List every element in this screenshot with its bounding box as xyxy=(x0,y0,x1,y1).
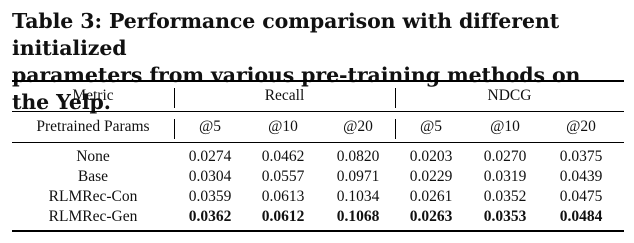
caption-line-1: Table 3: Performance comparison with dif… xyxy=(12,9,560,60)
table-cell: 0.0261 xyxy=(409,188,453,205)
table-cell: 0.0359 xyxy=(188,188,232,205)
group-header-recall: Recall xyxy=(264,87,305,104)
table-cell: 0.0820 xyxy=(336,148,380,165)
table-cell: 0.0971 xyxy=(336,168,380,185)
caption-line-2: parameters from various pre-training met… xyxy=(12,63,581,114)
row-label: None xyxy=(76,148,110,165)
column-divider-subgroups xyxy=(395,119,396,139)
table-cell: 0.0462 xyxy=(261,148,305,165)
table-cell: 0.0274 xyxy=(188,148,232,165)
params-header: Pretrained Params xyxy=(36,118,150,135)
group-header-ndcg: NDCG xyxy=(487,87,532,104)
column-divider-params xyxy=(174,119,175,139)
table-cell: 0.0203 xyxy=(409,148,453,165)
subheader-rule xyxy=(12,142,624,143)
table-cell: 0.0375 xyxy=(559,148,603,165)
bottom-rule xyxy=(12,230,624,232)
k-header: @20 xyxy=(343,118,373,135)
table-caption: Table 3: Performance comparison with dif… xyxy=(12,8,624,116)
table-cell: 0.0270 xyxy=(483,148,527,165)
k-header: @10 xyxy=(268,118,298,135)
metric-header: Metric xyxy=(72,87,114,104)
k-header: @20 xyxy=(566,118,596,135)
header-rule xyxy=(12,111,624,112)
table-cell-best: 0.1068 xyxy=(336,208,380,225)
table-cell-best: 0.0484 xyxy=(559,208,603,225)
k-header: @10 xyxy=(490,118,520,135)
table-cell: 0.0229 xyxy=(409,168,453,185)
column-divider-metric xyxy=(174,88,175,108)
table-cell: 0.0319 xyxy=(483,168,527,185)
column-divider-groups xyxy=(395,88,396,108)
top-rule xyxy=(12,80,624,82)
table-cell-best: 0.0263 xyxy=(409,208,453,225)
table-cell-best: 0.0353 xyxy=(483,208,527,225)
k-header: @5 xyxy=(419,118,443,135)
row-label: RLMRec-Gen xyxy=(48,208,138,225)
table-cell: 0.0475 xyxy=(559,188,603,205)
table-cell-best: 0.0362 xyxy=(188,208,232,225)
table-cell: 0.0613 xyxy=(261,188,305,205)
row-label: RLMRec-Con xyxy=(48,188,138,205)
k-header: @5 xyxy=(198,118,222,135)
table-cell: 0.0439 xyxy=(559,168,603,185)
row-label: Base xyxy=(77,168,109,185)
table-cell-best: 0.0612 xyxy=(261,208,305,225)
table-cell: 0.1034 xyxy=(336,188,380,205)
table-cell: 0.0557 xyxy=(261,168,305,185)
table-cell: 0.0304 xyxy=(188,168,232,185)
table-cell: 0.0352 xyxy=(483,188,527,205)
